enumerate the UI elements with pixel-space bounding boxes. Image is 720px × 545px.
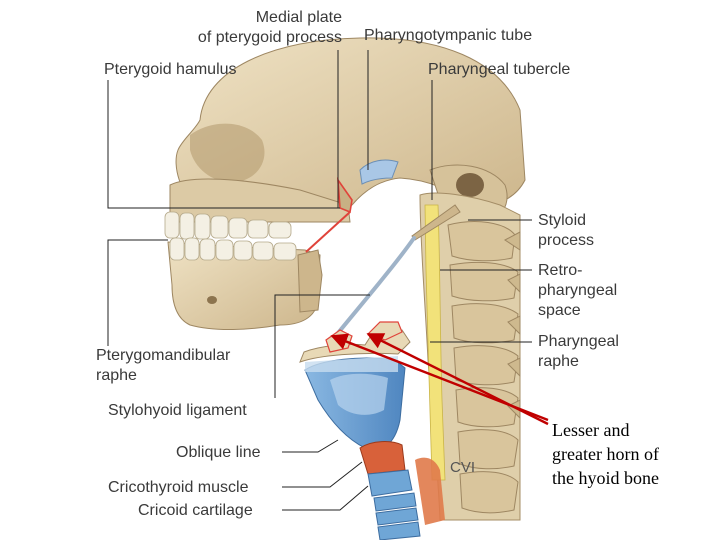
label-retropharyngeal-space: Retro- pharyngeal space — [538, 262, 618, 319]
label-medial-plate: Medial plate of pterygoid process — [197, 9, 342, 46]
annotation-hyoid-horns: Lesser and greater horn of the hyoid bon… — [552, 420, 659, 488]
label-stylohyoid-ligament: Stylohyoid ligament — [108, 402, 247, 419]
label-oblique-line: Oblique line — [176, 444, 261, 461]
cervical-vertebrae — [447, 221, 519, 514]
label-pharyngeal-tubercle: Pharyngeal tubercle — [428, 61, 571, 78]
label-cricothyroid-muscle: Cricothyroid muscle — [108, 479, 249, 496]
label-cricoid-cartilage: Cricoid cartilage — [138, 502, 253, 519]
mental-foramen — [207, 296, 217, 304]
label-pterygomandibular-raphe: Pterygomandibular raphe — [96, 347, 231, 384]
label-styloid-process: Styloid process — [538, 212, 595, 249]
cricoid-cartilage-shape — [367, 469, 413, 497]
leader-lines — [107, 50, 532, 511]
label-pharyngeal-raphe: Pharyngeal raphe — [538, 333, 619, 370]
cricothyroid-muscle — [359, 441, 406, 475]
orbit — [190, 123, 265, 183]
stylohyoid-ligament-line — [336, 236, 416, 335]
tracheal-rings — [373, 492, 421, 541]
external-acoustic-meatus — [456, 173, 484, 197]
label-cvi: CVI — [450, 459, 476, 476]
arrow-greater-horn — [366, 332, 549, 426]
label-pterygoid-hamulus: Pterygoid hamulus — [104, 61, 237, 78]
thyroid-notch-shade — [330, 373, 388, 415]
pterygomandibular-raphe-line — [305, 211, 351, 253]
lower-teeth — [169, 237, 297, 261]
thyrohyoid-membrane — [305, 356, 398, 372]
pharyngotympanic-tube-cartilage — [359, 159, 399, 185]
label-pharyngotympanic-tube: Pharyngotympanic tube — [364, 27, 533, 44]
mandible-ramus — [297, 249, 323, 313]
pharyngeal-constrictor — [415, 457, 445, 525]
